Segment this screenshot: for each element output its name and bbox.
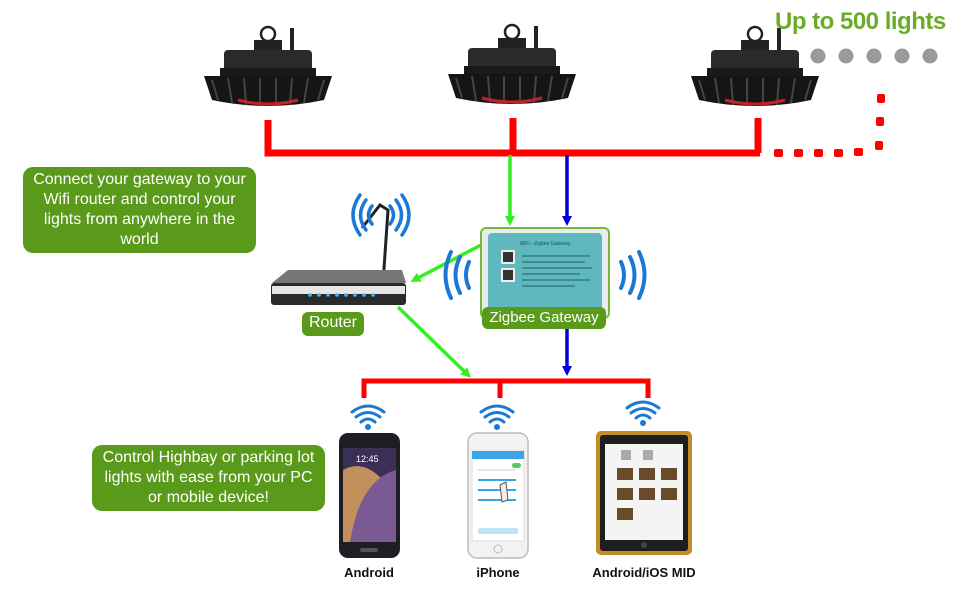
wifi-signal-icon <box>350 404 386 432</box>
control-callout: Control Highbay or parking lot lights wi… <box>92 445 325 511</box>
more-lights-dots <box>810 48 938 64</box>
wifi-signal-icon <box>479 404 515 432</box>
tablet-icon <box>596 431 692 555</box>
wifi-waves-icon <box>351 193 411 237</box>
highbay-light-icon <box>446 23 578 106</box>
gateway-label: Zigbee Gateway <box>482 307 606 329</box>
highbay-light-icon <box>202 25 334 108</box>
zigbee-gateway-icon: WiFi - Zigbee Gateway <box>480 227 610 319</box>
router-label: Router <box>302 312 364 336</box>
expansion-dots <box>774 94 885 157</box>
wifi-signal-icon <box>625 400 661 428</box>
up-to-500-lights-title: Up to 500 lights <box>775 8 946 35</box>
gateway-wifi-callout: Connect your gateway to your Wifi router… <box>23 167 256 253</box>
device-label-tablet: Android/iOS MID <box>592 565 696 580</box>
smartphone-icon <box>467 432 529 559</box>
router-icon <box>271 203 406 305</box>
device-label-android: Android <box>344 565 394 580</box>
device-label-iphone: iPhone <box>476 565 520 580</box>
highbay-light-icon <box>689 25 821 108</box>
gateway-signal-waves-icon <box>443 250 647 300</box>
wifi-link-arrow <box>396 305 471 378</box>
smartphone-icon: 12:45 <box>339 433 400 558</box>
gateway-screen-text: WiFi - Zigbee Gateway <box>520 241 571 247</box>
phone-clock: 12:45 <box>356 454 379 464</box>
device-bus <box>361 378 651 398</box>
power-bus <box>264 118 762 157</box>
